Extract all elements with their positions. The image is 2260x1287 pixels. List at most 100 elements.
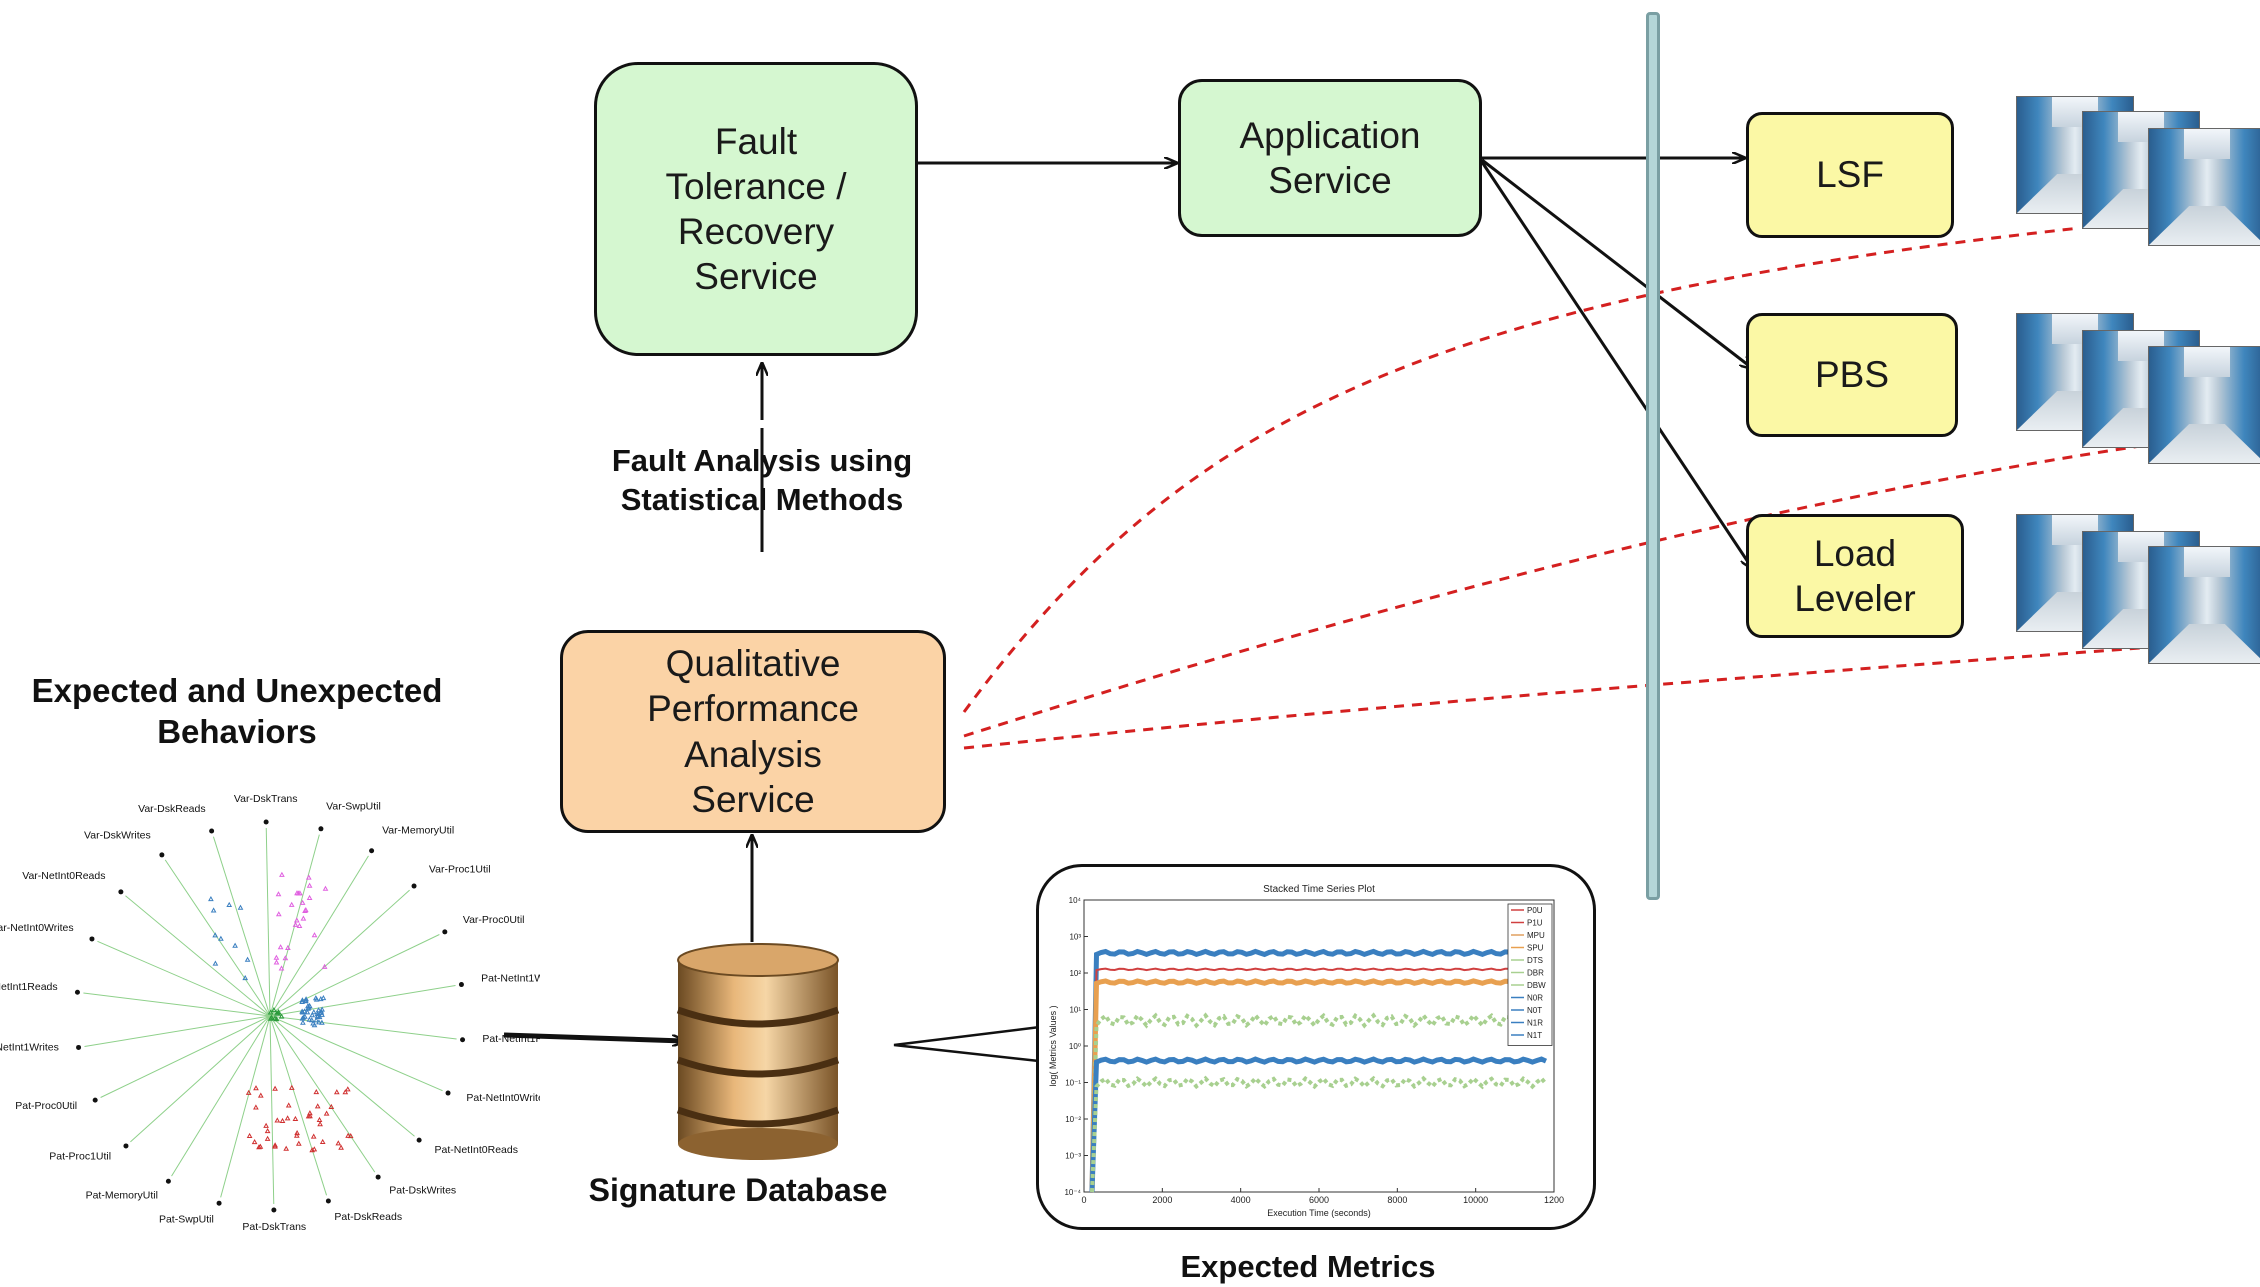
magenta-point	[288, 901, 295, 907]
red-point	[257, 1092, 264, 1098]
radar-anchor-dot	[445, 1090, 451, 1096]
behavior-radar-plot: Var-DskTransVar-SwpUtilVar-MemoryUtilVar…	[0, 793, 540, 1233]
blue-point	[317, 995, 324, 1002]
system-bus-bar	[1646, 12, 1660, 900]
blue-point	[299, 997, 306, 1003]
cluster-image-ll-3	[2148, 546, 2260, 664]
red-point	[283, 1145, 290, 1151]
radar-spoke	[171, 1015, 271, 1177]
red-point	[292, 1115, 299, 1121]
radar-label: Pat-DskWrites	[389, 1185, 456, 1197]
legend-entry: SPU	[1527, 944, 1544, 953]
red-point	[317, 1121, 323, 1127]
radar-label: Pat-MemoryUtil	[86, 1189, 158, 1201]
radar-label: Pat-Proc1Util	[49, 1150, 111, 1162]
magenta-point	[282, 955, 289, 961]
radar-anchor-dot	[263, 819, 269, 825]
y-tick-label: 10⁰	[1069, 1042, 1081, 1051]
red-point	[264, 1135, 271, 1141]
magenta-point	[306, 882, 313, 888]
legend-entry: N0R	[1527, 994, 1543, 1003]
red-point	[293, 1132, 300, 1138]
arrow-behaviors-to-db	[503, 1032, 684, 1041]
radar-anchor-dot	[460, 1037, 466, 1043]
blue-point	[300, 1019, 306, 1025]
red-point	[342, 1089, 349, 1095]
blue-point	[244, 956, 251, 962]
x-tick-label: 4000	[1231, 1195, 1251, 1205]
blue-point	[218, 935, 224, 941]
radar-label: Var-NetInt1Reads	[0, 981, 58, 993]
blue-point	[306, 1016, 313, 1022]
green-point	[273, 1010, 280, 1016]
y-axis-label: log( Metrics Values )	[1048, 1005, 1058, 1086]
red-point	[264, 1127, 271, 1134]
blue-point	[313, 1017, 320, 1023]
y-tick-label: 10⁻³	[1065, 1152, 1081, 1161]
red-point	[347, 1132, 354, 1139]
blue-point	[309, 1012, 316, 1018]
red-point	[344, 1086, 351, 1092]
radar-anchor-dot	[76, 1044, 82, 1050]
magenta-point	[300, 915, 307, 921]
radar-anchor-dot	[416, 1137, 422, 1143]
series-line-p0u	[1091, 967, 1547, 1193]
magenta-point	[275, 911, 282, 917]
radar-anchor-dot	[89, 936, 95, 942]
radar-spoke	[269, 1015, 415, 1137]
radar-anchor-dot	[123, 1143, 129, 1149]
radar-spoke	[269, 1015, 376, 1173]
red-point	[323, 1110, 330, 1116]
blue-point	[310, 1009, 317, 1015]
radar-spoke	[265, 828, 271, 1017]
radar-label: Pat-Proc0Util	[15, 1100, 77, 1112]
series-line-dts	[1090, 1012, 1548, 1193]
magenta-point	[321, 963, 328, 969]
radar-spoke	[269, 855, 369, 1017]
cluster-image-pbs-3	[2148, 346, 2260, 464]
radar-spoke	[100, 1015, 271, 1098]
red-point	[256, 1144, 262, 1150]
series-line-n0r	[1089, 948, 1547, 1193]
red-point	[288, 1084, 295, 1090]
blue-point	[242, 974, 249, 981]
red-point	[253, 1085, 259, 1091]
red-point	[251, 1138, 258, 1145]
radar-spoke	[83, 992, 271, 1017]
blue-point	[301, 1008, 308, 1014]
x-tick-label: 8000	[1387, 1195, 1407, 1205]
y-tick-label: 10⁻²	[1065, 1115, 1081, 1124]
red-point	[284, 1115, 291, 1121]
red-point	[338, 1144, 344, 1150]
blue-point	[208, 895, 214, 902]
dashed-link-pbs	[963, 444, 2141, 738]
callout-pointer	[893, 1024, 1049, 1064]
behaviors-caption: Expected and Unexpected Behaviors	[31, 672, 443, 751]
radar-spoke	[84, 1015, 271, 1047]
qualitative-performance-analysis-service: Qualitative Performance Analysis Service	[560, 630, 946, 833]
red-point	[307, 1113, 313, 1119]
blue-point	[212, 932, 219, 938]
blue-point	[315, 1007, 322, 1013]
radar-anchor-dot	[442, 929, 448, 935]
radar-anchor-dot	[325, 1198, 331, 1204]
radar-label: Pat-NetInt0Reads	[435, 1144, 518, 1156]
magenta-point	[295, 890, 302, 896]
magenta-point	[278, 965, 285, 971]
radar-spoke	[212, 836, 271, 1017]
blue-point	[299, 1009, 306, 1015]
magenta-point	[293, 917, 300, 923]
blue-point	[314, 1013, 321, 1019]
red-point	[335, 1140, 342, 1146]
red-point	[263, 1122, 269, 1128]
magenta-point	[299, 899, 306, 905]
magenta-point	[296, 922, 303, 928]
fault-analysis-caption: Fault Analysis using Statistical Methods	[611, 443, 913, 517]
radar-spoke	[269, 985, 456, 1017]
radar-label: Var-Proc1Util	[429, 864, 491, 876]
x-tick-label: 2000	[1152, 1195, 1172, 1205]
radar-anchor-dot	[318, 826, 324, 832]
magenta-point	[277, 944, 284, 950]
